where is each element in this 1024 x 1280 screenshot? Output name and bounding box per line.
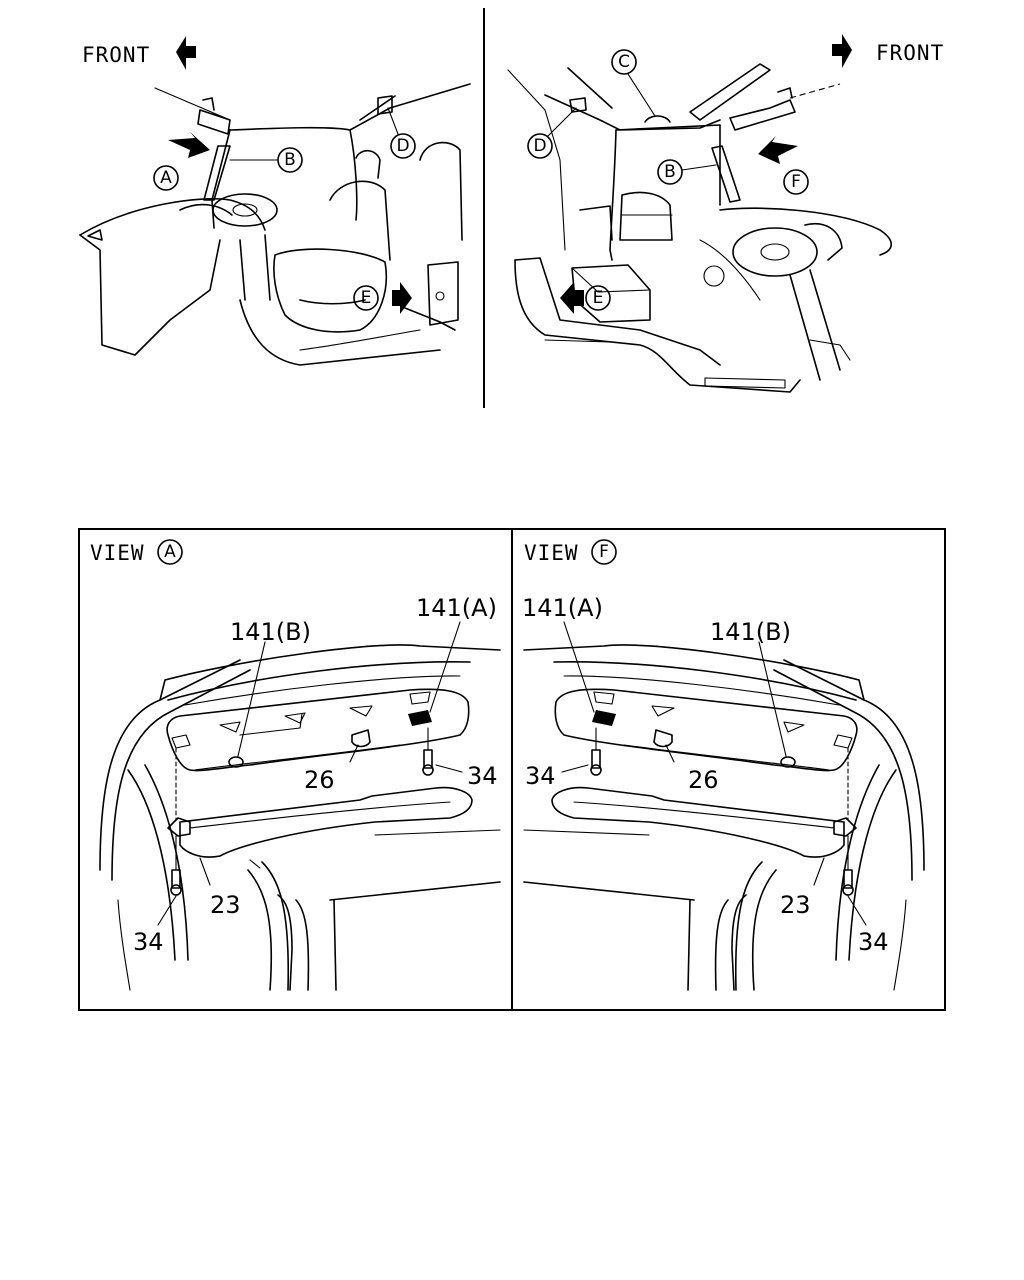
svg-text:D: D bbox=[396, 136, 409, 156]
label-34-right-view-a: 34 bbox=[467, 762, 498, 790]
svg-text:E: E bbox=[593, 288, 604, 308]
svg-text:B: B bbox=[664, 162, 676, 182]
label-34-left-view-f: 34 bbox=[525, 762, 556, 790]
label-26-view-f: 26 bbox=[688, 766, 719, 794]
view-a-title-callout: A bbox=[157, 539, 183, 565]
view-f-title-callout: F bbox=[591, 539, 617, 565]
callout-a: A bbox=[153, 165, 179, 191]
label-141b-view-a: 141(B) bbox=[230, 618, 311, 646]
view-a-panel: VIEW A bbox=[90, 539, 501, 991]
top-left-illustration: FRONT bbox=[79, 36, 471, 366]
view-f-title: VIEW bbox=[524, 541, 579, 565]
callout-e-right: E bbox=[585, 285, 611, 311]
arrow-e-left-icon bbox=[392, 282, 412, 314]
callout-d-right: D bbox=[527, 107, 577, 159]
label-141a-view-f: 141(A) bbox=[522, 594, 603, 622]
front-label-right: FRONT bbox=[876, 41, 944, 65]
callout-b-left: B bbox=[229, 147, 303, 173]
view-arrow-f-icon bbox=[758, 136, 798, 164]
svg-text:B: B bbox=[284, 150, 296, 170]
view-arrow-a-icon bbox=[168, 132, 210, 158]
label-26-view-a: 26 bbox=[304, 766, 335, 794]
callout-d-left: D bbox=[387, 107, 416, 159]
front-arrow-right-icon bbox=[832, 34, 852, 68]
callout-e-left: E bbox=[353, 285, 379, 311]
svg-text:A: A bbox=[160, 168, 172, 188]
svg-text:F: F bbox=[791, 172, 801, 192]
view-a-title: VIEW bbox=[90, 541, 145, 565]
front-label-left: FRONT bbox=[82, 43, 150, 67]
view-f-panel: VIEW F bbox=[522, 539, 925, 991]
label-23-view-a: 23 bbox=[210, 891, 241, 919]
callout-f: F bbox=[783, 169, 809, 195]
svg-text:D: D bbox=[533, 136, 546, 156]
arrow-e-right-icon bbox=[560, 282, 584, 314]
svg-text:C: C bbox=[618, 52, 630, 72]
top-right-illustration: FRONT bbox=[507, 34, 944, 393]
callout-c: C bbox=[611, 49, 656, 117]
label-141b-view-f: 141(B) bbox=[710, 618, 791, 646]
svg-text:E: E bbox=[361, 288, 372, 308]
callout-b-right: B bbox=[657, 159, 717, 185]
label-34-right-view-f: 34 bbox=[858, 928, 889, 956]
label-34-left-view-a: 34 bbox=[133, 928, 164, 956]
svg-text:F: F bbox=[599, 542, 609, 562]
front-arrow-left-icon bbox=[176, 36, 196, 70]
label-141a-view-a: 141(A) bbox=[416, 594, 497, 622]
label-23-view-f: 23 bbox=[780, 891, 811, 919]
svg-text:A: A bbox=[164, 542, 176, 562]
